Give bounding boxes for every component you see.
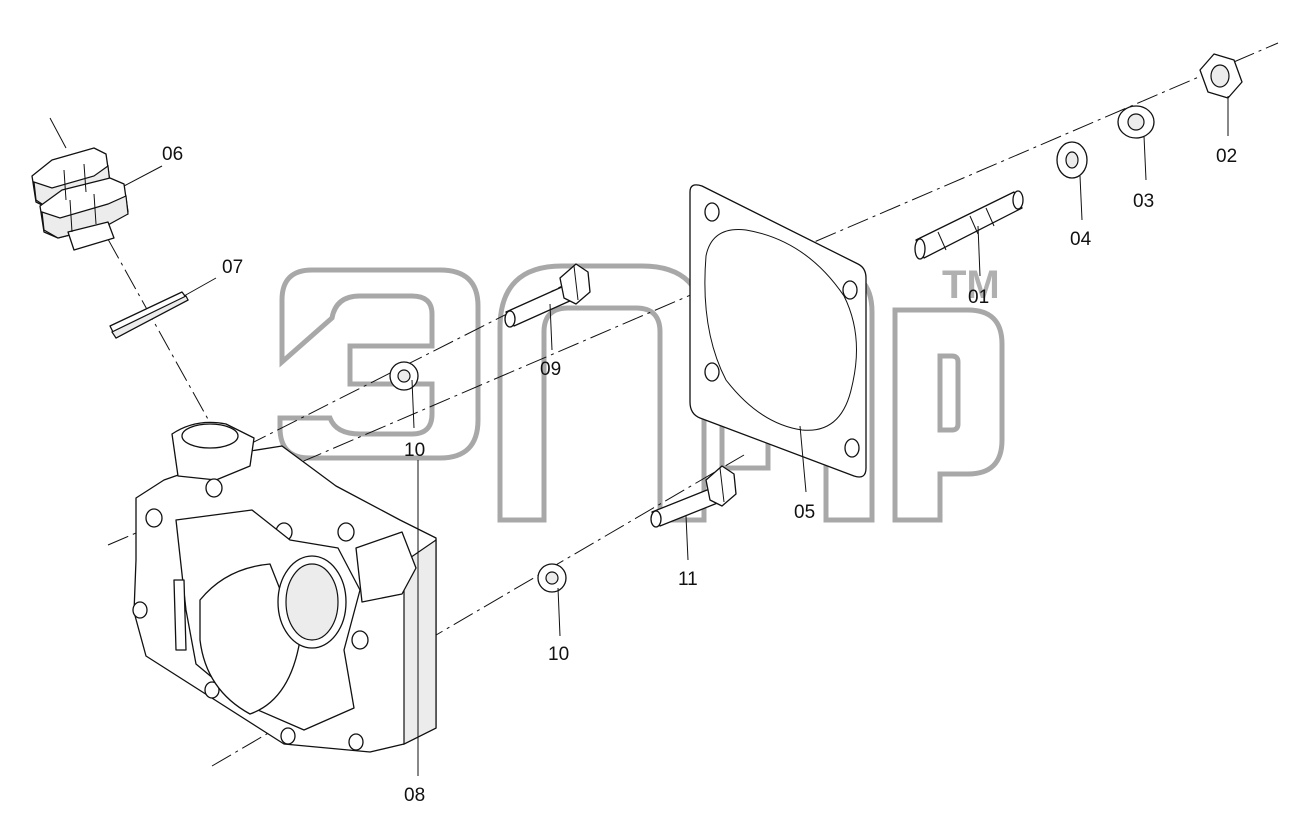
label-08: 08 [404, 785, 425, 806]
part-03-lock-washer [1117, 105, 1155, 139]
label-05: 05 [794, 502, 815, 523]
part-02-nut [1199, 53, 1243, 99]
label-09: 09 [540, 359, 561, 380]
label-11: 11 [678, 569, 698, 590]
label-10-upper: 10 [404, 440, 425, 461]
part-10-washer-lower [537, 563, 567, 593]
part-labels: 01 02 03 04 05 06 07 08 09 10 10 11 [162, 144, 1237, 806]
label-02: 02 [1216, 146, 1237, 167]
trademark-symbol: TM [942, 263, 1000, 307]
label-06: 06 [162, 144, 183, 165]
label-01: 01 [968, 287, 989, 308]
part-01-shaft [914, 190, 1024, 260]
leader-lines [123, 96, 1229, 776]
label-07: 07 [222, 257, 243, 278]
part-07-pin [109, 291, 189, 339]
part-05-gasket [689, 184, 867, 478]
part-10-washer-upper [389, 361, 419, 391]
part-09-bolt [504, 263, 591, 328]
label-10-lower: 10 [548, 644, 569, 665]
label-04: 04 [1070, 229, 1092, 250]
label-03: 03 [1133, 191, 1154, 212]
part-11-bolt [650, 465, 737, 528]
part-06-fitting [31, 147, 129, 251]
part-08-housing [132, 421, 437, 753]
part-04-washer [1056, 141, 1088, 179]
watermark-logo: TM [277, 263, 1005, 523]
